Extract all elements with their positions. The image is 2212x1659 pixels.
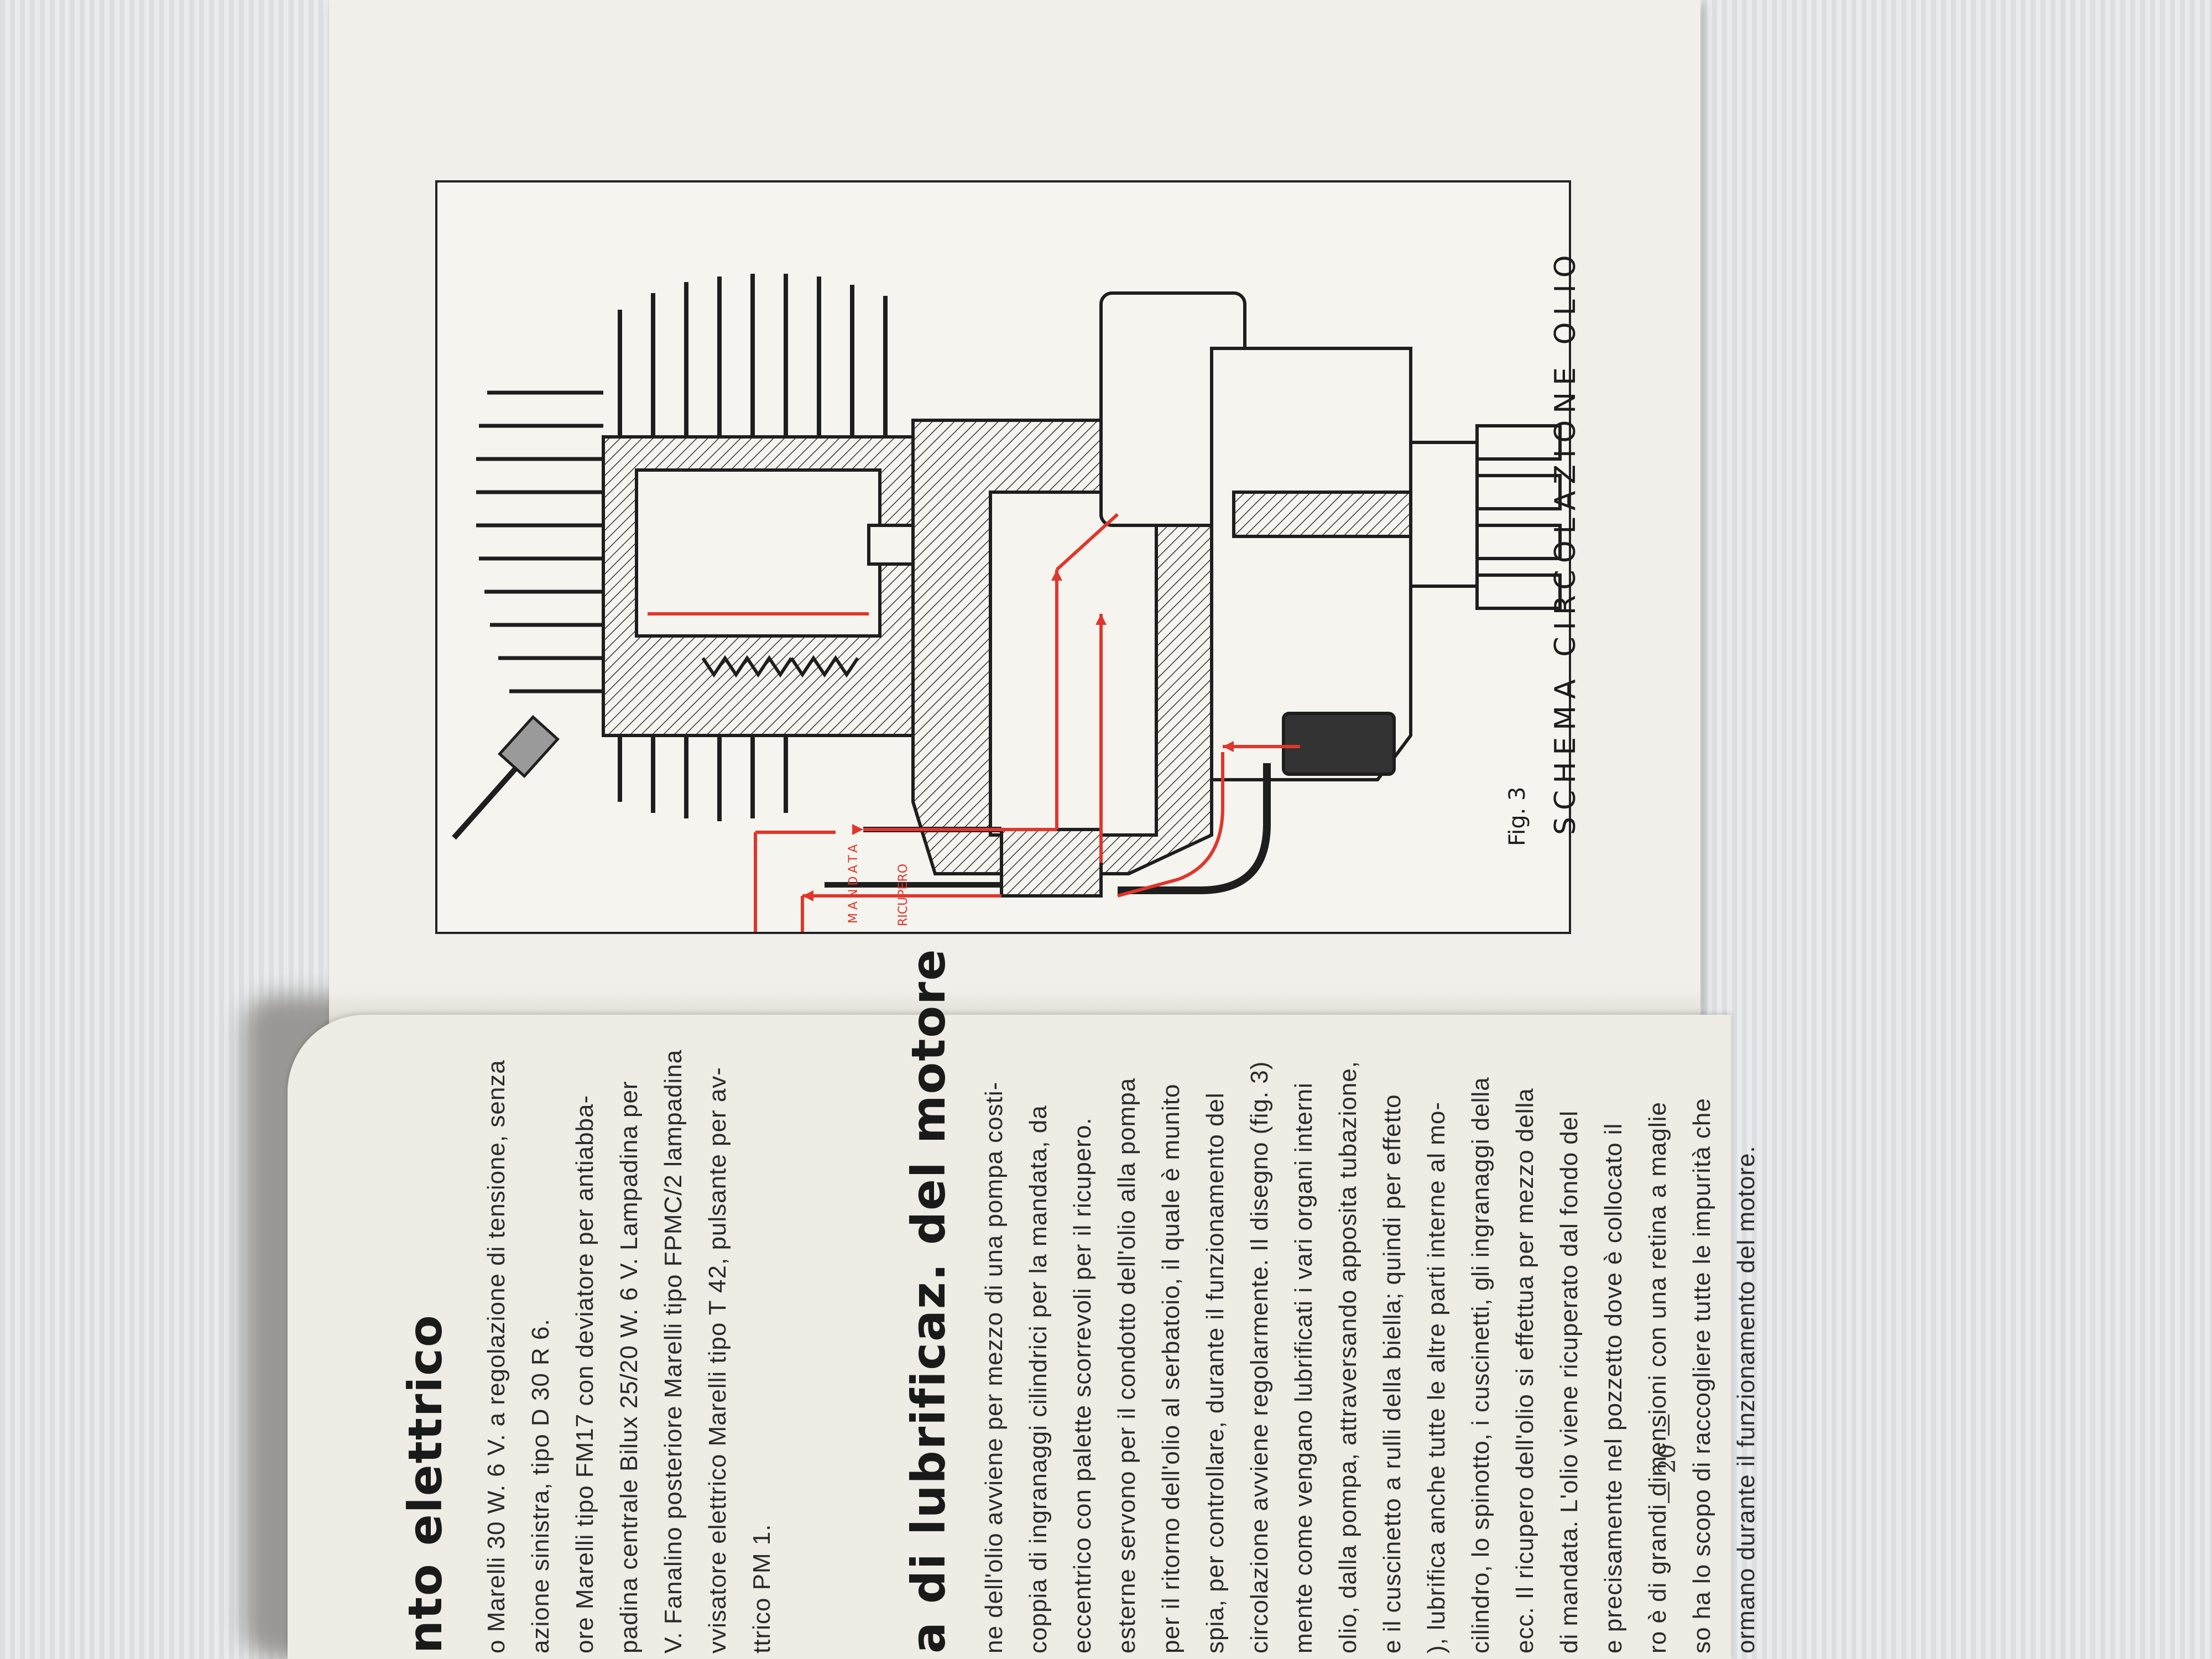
output-pulley: [1409, 424, 1562, 610]
crankshaft: [989, 491, 1158, 837]
electrical-section: nto elettrico o Marelli 30 W. 6 V. a reg…: [398, 1050, 784, 1653]
text-line: ttrico PM 1.: [748, 1524, 775, 1654]
oil-pump: [1000, 828, 1103, 898]
text-line: esterne servono per il condotto dell'oli…: [1113, 1077, 1140, 1653]
valve-springs: [701, 655, 859, 678]
lubrication-heading: a di lubrificaz. del motore: [901, 948, 956, 1653]
text-line: coppia di ingranaggi cilindrici per la m…: [1025, 1105, 1052, 1653]
engine-cross-section-drawing: [452, 274, 1562, 932]
text-line: o Marelli 30 W. 6 V. a regolazione di te…: [483, 1060, 510, 1653]
oil-flow-arrows: [802, 570, 1234, 901]
text-line: ecc. Il ricupero dell'olio si effettua p…: [1511, 1088, 1538, 1653]
text-line: V. Fanalino posteriore Marelli tipo FPMC…: [660, 1049, 687, 1653]
text-line: ro è di grandi dimensioni con una retina…: [1644, 1101, 1671, 1653]
text-line: spia, per controllare, durante il funzio…: [1202, 1092, 1229, 1653]
right-page: SCHEMA CIRCOLAZIONE OLIO Fig. 3 MANDATA …: [329, 0, 1700, 1034]
cylinder-fins-bottom: [618, 735, 788, 821]
piston: [635, 468, 881, 638]
text-line: ore Marelli tipo FM17 con deviatore per …: [571, 1094, 598, 1653]
lubrication-lines: ne dell'olio avviene per mezzo di una po…: [972, 948, 1768, 1653]
page-number: — 20 —: [1653, 1413, 1681, 1504]
text-line: eccentrico con palette scorrevoli per il…: [1069, 1117, 1096, 1653]
electrical-lines: o Marelli 30 W. 6 V. a regolazione di te…: [474, 1050, 784, 1653]
text-line: circolazione avviene regolarmente. Il di…: [1246, 1061, 1273, 1653]
text-line: per il ritorno dell'olio al serbatoio, i…: [1157, 1083, 1185, 1654]
oil-flow-lines: [648, 513, 1300, 932]
cylinder-head-fins: [476, 390, 603, 693]
text-line: azione sinistra, tipo D 30 R 6.: [527, 1318, 554, 1653]
text-line: ormano durante il funzionamento del moto…: [1733, 1145, 1760, 1653]
text-line: vvisatore elettrico Marelli tipo T 42, p…: [704, 1067, 731, 1653]
text-page-content: nto elettrico o Marelli 30 W. 6 V. a reg…: [354, 948, 1760, 1653]
cylinder-fins-top: [618, 274, 888, 437]
text-line: ne dell'olio avviene per mezzo di una po…: [980, 1081, 1008, 1653]
drive-shaft: [1232, 491, 1412, 538]
text-line: padina centrale Bilux 25/20 W. 6 V. Lamp…: [615, 1081, 643, 1653]
left-page: [288, 1015, 1731, 1659]
spark-plug: [452, 714, 560, 840]
lubrication-section: a di lubrificaz. del motore ne dell'olio…: [901, 948, 1768, 1653]
engine-diagram-frame: SCHEMA CIRCOLAZIONE OLIO Fig. 3 MANDATA …: [435, 180, 1582, 934]
text-line: olio, dalla pompa, attraversando apposit…: [1334, 1060, 1361, 1653]
oil-sump: [1282, 712, 1396, 776]
text-line: di mandata. L'olio viene ricuperato dal …: [1556, 1110, 1583, 1653]
text-line: so ha lo scopo di raccogliere tutte le i…: [1688, 1098, 1715, 1653]
diagram-caption: SCHEMA CIRCOLAZIONE OLIO: [1549, 248, 1582, 835]
return-pipe: [1118, 763, 1271, 894]
text-line: ), lubrifica anche tutte le altre parti …: [1423, 1101, 1450, 1653]
recupero-label: RICUPERO: [896, 863, 910, 926]
text-line: e il cuscinetto a rulli della biella; qu…: [1379, 1094, 1406, 1653]
text-line: cilindro, lo spinotto, i cuscinetti, gli…: [1467, 1077, 1494, 1653]
mandata-label: MANDATA: [847, 841, 860, 924]
electrical-heading: nto elettrico: [398, 1314, 452, 1653]
text-line: e precisamente nel pozzetto dove è collo…: [1600, 1123, 1627, 1653]
text-line: mente come vengano lubrificati i vari or…: [1290, 1082, 1317, 1653]
figure-label: Fig. 3: [1505, 786, 1530, 846]
